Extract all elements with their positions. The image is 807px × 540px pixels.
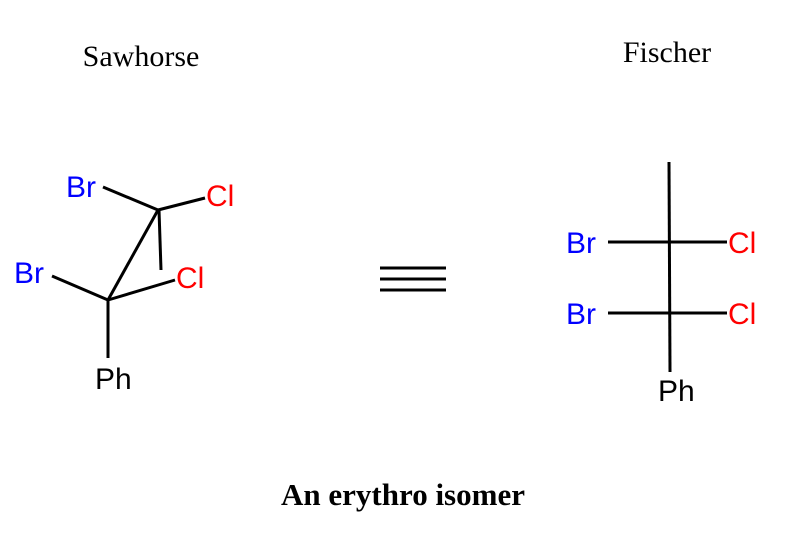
fischer-projection: Br Cl Br Cl Ph [566,161,756,408]
caption: An erythro isomer [281,477,525,512]
bond-back-br [102,185,159,212]
atom-cl: Cl [176,262,204,295]
bond-front-cl [107,278,176,302]
bond-c-c [106,209,160,301]
atom-cl: Cl [206,180,234,213]
sawhorse-projection: Br Cl Br Cl Ph [14,171,234,396]
atom-br: Br [66,171,96,204]
bond-back-down [157,209,163,271]
atom-br: Br [566,298,596,331]
atom-br: Br [566,227,596,260]
atom-br: Br [14,257,44,290]
bond-back-cl [157,196,206,212]
equivalence-symbol [380,266,446,292]
atom-cl: Cl [728,227,756,260]
fischer-title: Fischer [623,36,711,69]
sawhorse-title: Sawhorse [83,40,200,73]
group-ph: Ph [95,363,132,396]
group-ph: Ph [658,375,695,408]
fischer-vertical-bond [667,161,672,373]
atom-cl: Cl [728,298,756,331]
bond-front-br [51,274,109,302]
